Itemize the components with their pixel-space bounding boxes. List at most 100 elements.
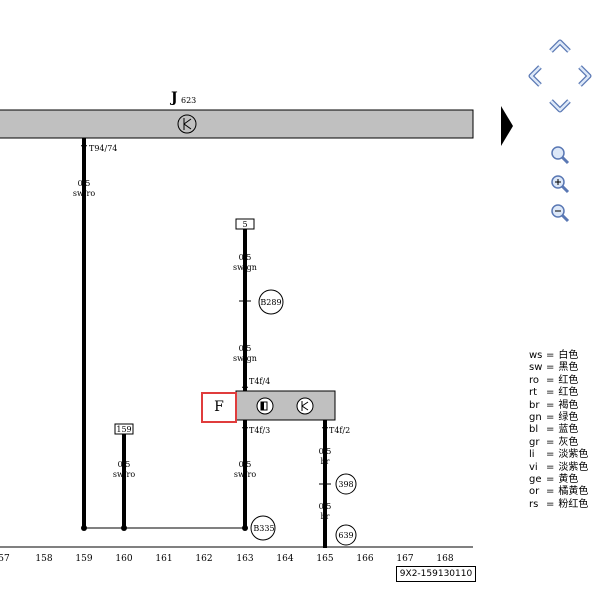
legend-color-name: 白色 [558,350,579,361]
legend-code: sw [529,362,543,374]
legend-code: gr [529,436,540,448]
legend-equals: = [546,350,555,361]
legend-row: rt=红色 [529,387,588,399]
pin-t94-74: T94/74 [89,144,117,153]
pin-arrow [322,427,328,433]
legend-color-name: 淡紫色 [558,449,589,461]
triangle-right-icon[interactable] [501,106,513,146]
legend-color-name: 红色 [558,387,579,399]
legend-color-name: 橘黄色 [558,486,589,498]
axis-tick-label: 161 [155,554,172,564]
legend-equals: = [546,374,555,386]
legend-equals: = [546,412,555,424]
wire-color: sw/gn [233,263,257,272]
legend-equals: = [546,461,555,473]
transistor-symbol-icon [177,114,197,134]
pin-t4f-4: T4f/4 [249,377,270,386]
legend-code: vi [529,461,538,473]
component-f-label[interactable]: F [201,392,237,423]
terminal-label: 5 [242,220,247,229]
node-398[interactable] [335,473,357,495]
pin-t4f-3: T4f/3 [249,426,270,435]
pin-arrow [242,382,248,388]
legend-code: or [529,486,540,498]
legend-code: ge [529,474,542,486]
legend-color-name: 蓝色 [558,424,579,436]
axis-tick-label: 167 [396,554,413,564]
legend-color-name: 黑色 [558,362,579,374]
axis-tick-label: 166 [356,554,373,564]
pin-t4f-2: T4f/2 [329,426,350,435]
legend-color-name: 灰色 [558,436,579,448]
legend-row: li =淡紫色 [529,449,588,461]
wire-color: sw/ro [73,189,95,198]
control-unit-j623[interactable] [0,109,474,139]
wire-color: br [321,512,330,521]
zoom-in-button[interactable] [551,175,570,194]
zoom-out-button[interactable] [551,204,570,223]
legend-row: sw=黑色 [529,362,588,374]
wire-gauge: 0,5 [118,460,131,469]
node-label: 398 [338,480,353,489]
pan-left-button[interactable] [528,65,542,87]
legend-code: li [529,449,535,461]
wire-gauge: 0,5 [78,179,91,188]
component-j-label: J [169,90,178,106]
axis-tick-label: 160 [115,554,132,564]
wire-color: sw/gn [233,354,257,363]
zoom-in-icon [551,175,570,194]
legend-equals: = [546,436,555,448]
legend-color-name: 粉红色 [558,498,589,510]
wire-gauge: 0,5 [239,344,252,353]
component-f-body[interactable] [235,390,336,421]
pin-arrow [242,427,248,433]
legend-equals: = [546,387,555,399]
magnifier-icon [551,146,570,165]
legend-color-name: 绿色 [558,412,579,424]
wire-gauge: 0,5 [239,460,252,469]
axis-tick-label: 57 [0,554,10,564]
document-id: 9X2-159130110 [396,566,476,582]
legend-row: ro=红色 [529,375,588,387]
node-label: B335 [253,524,274,533]
wire-color: br [321,457,330,466]
legend-row: gn=绿色 [529,412,588,424]
pan-right-button[interactable] [578,65,592,87]
component-j-sub: 623 [181,96,196,105]
axis-tick-label: 164 [276,554,293,564]
legend-code: br [529,399,540,411]
pin-arrow [81,145,87,151]
axis-tick-label: 165 [316,554,333,564]
pan-up-button[interactable] [549,39,571,53]
wire-gauge: 0,5 [319,447,332,456]
legend-equals: = [546,486,555,498]
legend-color-name: 黄色 [558,474,579,486]
node-b289[interactable] [258,289,284,315]
wire-color: sw/ro [234,470,256,479]
legend-color-name: 褐色 [558,399,579,411]
wire-gauge: 0,5 [239,253,252,262]
legend-row: gr =灰色 [529,437,588,449]
legend-row: br=褐色 [529,400,588,412]
legend-row: ge=黄色 [529,474,588,486]
axis-tick-label: 163 [236,554,253,564]
legend-code: rs [529,498,539,510]
legend-row: or =橘黄色 [529,486,588,498]
ref-639[interactable] [335,524,357,546]
legend-equals: = [546,424,555,436]
pan-down-button[interactable] [549,99,571,113]
legend-code: ro [529,374,540,386]
legend-equals: = [546,498,555,510]
legend-code: bl [529,424,539,436]
legend-equals: = [546,449,555,461]
junction-dot [81,525,87,531]
legend-row: bl =蓝色 [529,424,588,436]
legend-row: vi=淡紫色 [529,462,588,474]
zoom-fit-button[interactable] [551,146,570,165]
contact-symbol-icon [256,397,274,415]
wire-color: sw/ro [113,470,135,479]
node-b335[interactable] [250,515,276,541]
terminal-label: 159 [116,425,131,434]
